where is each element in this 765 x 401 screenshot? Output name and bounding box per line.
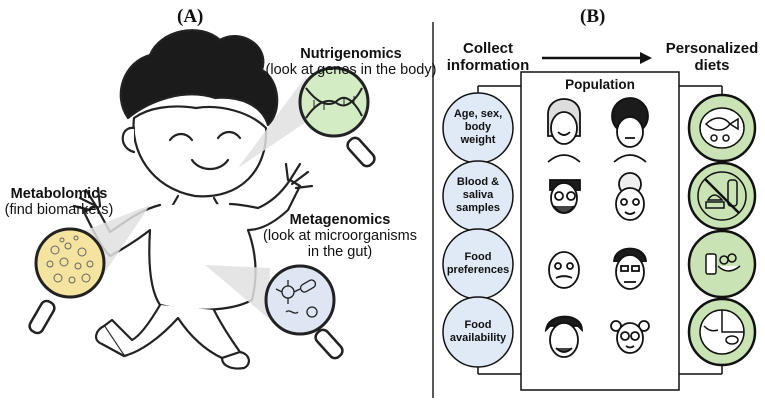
info-text-line: Food (464, 251, 492, 263)
info-text-line: samples (455, 202, 501, 214)
metabolomics-magnifier (28, 205, 150, 335)
info-text-line: availability (449, 332, 507, 344)
metabolomics-label: Metabolomics (find biomarkers) (0, 186, 118, 218)
collect-line-1: Collect (462, 40, 513, 57)
face-girl-glasses (610, 320, 650, 354)
metagenomics-desc-2: in the gut) (307, 244, 373, 260)
info-food-availability: Food availability (444, 319, 512, 345)
metagenomics-magnifier (205, 264, 344, 360)
metabolomics-desc: (find biomarkers) (4, 202, 114, 218)
metagenomics-desc-1: (look at microorganisms (263, 228, 417, 244)
fish-salad-diet-icon (699, 107, 745, 149)
personalized-line-2: diets (694, 57, 730, 74)
info-text-line: weight (460, 134, 496, 146)
personalized-diets-header: Personalized diets (660, 40, 764, 74)
face-old-man-mustache (548, 251, 580, 289)
balanced-plate-icon (699, 309, 745, 355)
info-food-preferences: Food preferences (444, 251, 512, 277)
no-junk-food-icon (697, 171, 747, 221)
panel-a-label: (A) (177, 6, 204, 27)
face-woman-1 (547, 98, 581, 163)
nutrigenomics-title: Nutrigenomics (300, 46, 402, 62)
face-boy-curly (611, 97, 649, 163)
population-title: Population (565, 77, 635, 92)
info-text-line: Blood & (456, 176, 500, 188)
face-old-woman (615, 172, 645, 221)
info-chain (442, 85, 521, 375)
info-text-line: body (464, 121, 492, 133)
info-text-line: preferences (446, 264, 510, 276)
personalized-line-1: Personalized (665, 40, 759, 57)
panel-b-label: (B) (580, 6, 606, 27)
face-man-glasses (613, 247, 647, 290)
info-blood-saliva: Blood & saliva samples (444, 176, 512, 215)
info-text-line: Age, sex, (453, 108, 503, 120)
population-faces (544, 97, 650, 358)
info-text-line: Food (464, 319, 492, 331)
metabolomics-title: Metabolomics (10, 186, 108, 202)
collect-to-diet-arrow (542, 52, 652, 64)
face-man-glasses-beard (549, 179, 581, 214)
nutrigenomics-magnifier (238, 66, 376, 168)
nutrigenomics-label: Nutrigenomics (look at genes in the body… (256, 46, 446, 78)
info-text-line: saliva (462, 189, 494, 201)
vegetables-milk-icon (705, 253, 741, 275)
nutrigenomics-desc: (look at genes in the body) (265, 62, 437, 78)
population-box (520, 71, 680, 391)
info-age-sex-weight: Age, sex, body weight (444, 108, 512, 147)
collect-information-header: Collect information (442, 40, 534, 74)
metagenomics-title: Metagenomics (289, 212, 391, 228)
face-young-man (544, 315, 583, 358)
collect-line-2: information (446, 57, 530, 74)
metagenomics-label: Metagenomics (look at microorganisms in … (250, 212, 430, 260)
